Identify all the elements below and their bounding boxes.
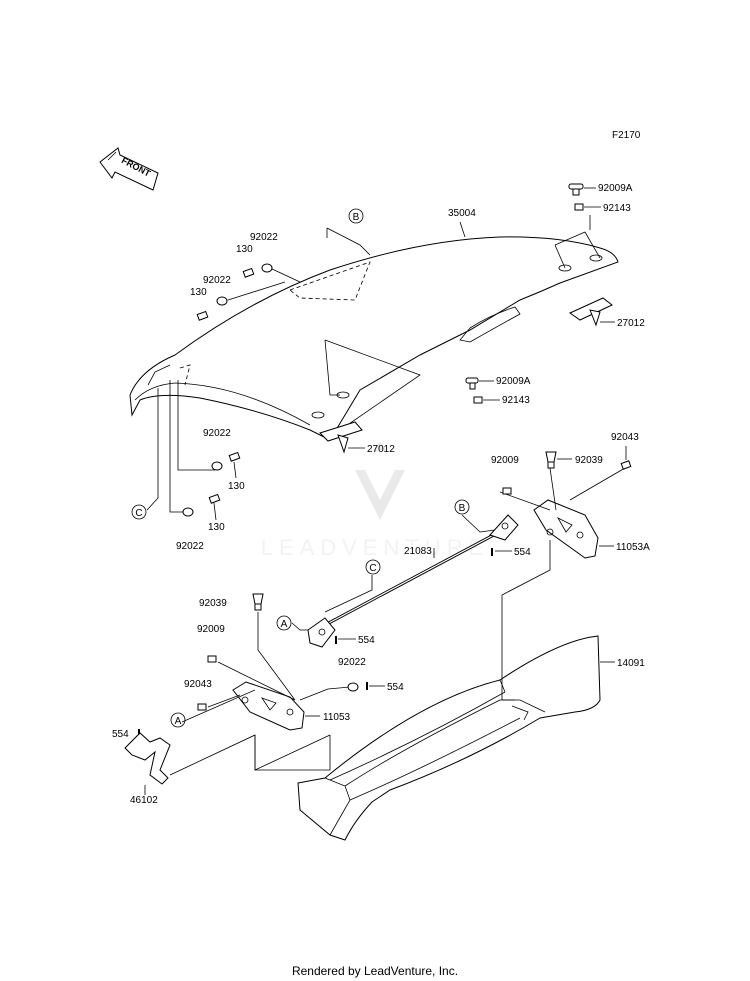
label-27012-right: 27012 xyxy=(617,318,645,329)
footer-credit: Rendered by LeadVenture, Inc. xyxy=(291,964,459,978)
label-92143-mid: 92143 xyxy=(502,395,530,406)
label-554-far: 554 xyxy=(112,729,129,740)
callout-b-top: B xyxy=(348,208,364,224)
callout-a-low-label: A xyxy=(175,716,182,727)
callout-b-mid-label: B xyxy=(459,503,466,514)
label-92022-d: 92022 xyxy=(176,541,204,552)
label-130-c: 130 xyxy=(228,481,245,492)
callout-b-mid: B xyxy=(454,499,470,515)
bracket-27012-left xyxy=(319,421,365,454)
callout-c-mid-label: C xyxy=(369,563,376,574)
label-554-low: 554 xyxy=(387,682,404,693)
label-92022-b: 92022 xyxy=(203,275,231,286)
label-130-a: 130 xyxy=(236,244,253,255)
nut-92143-mid xyxy=(473,396,500,404)
bolt-130-d xyxy=(208,493,221,521)
label-46102: 46102 xyxy=(130,795,158,806)
label-92009-left: 92009 xyxy=(197,624,225,635)
label-554-right: 554 xyxy=(514,547,531,558)
handle-46102 xyxy=(124,689,331,795)
bolt-92009-right xyxy=(502,487,512,495)
callout-a-low: A xyxy=(170,712,186,728)
label-14091: 14091 xyxy=(617,658,645,669)
pin-554-right xyxy=(491,548,512,556)
label-130-b: 130 xyxy=(190,287,207,298)
pin-554-mid xyxy=(335,636,356,644)
label-92009A-mid: 92009A xyxy=(496,376,531,387)
label-554-mid: 554 xyxy=(358,635,375,646)
clip-92009A-mid xyxy=(465,377,494,390)
pin-554-far xyxy=(138,729,140,737)
watermark-text: LEADVENTURE xyxy=(261,535,490,560)
callout-a-mid: A xyxy=(276,615,292,631)
label-92043-left: 92043 xyxy=(184,679,212,690)
bracket-27012-right xyxy=(568,297,615,327)
rod-21083 xyxy=(291,514,519,648)
leader-lines-top xyxy=(146,215,601,513)
label-92143-top: 92143 xyxy=(603,203,631,214)
clip-92039-right xyxy=(545,451,572,469)
tray-14091 xyxy=(254,540,615,841)
part-labels: 35004 92009A 92143 27012 92009A 92143 92… xyxy=(112,183,650,806)
label-92022-a: 92022 xyxy=(250,232,278,243)
label-11053A: 11053A xyxy=(616,542,650,553)
label-21083: 21083 xyxy=(404,546,432,557)
bolt-130-b xyxy=(196,310,209,321)
callout-b-top-label: B xyxy=(353,212,360,223)
callout-c-left: C xyxy=(131,504,147,520)
washer-92022-a xyxy=(261,263,273,273)
clip-92009A-top xyxy=(568,183,596,196)
bracket-11053 xyxy=(207,612,351,731)
front-arrow-icon: FRONT xyxy=(99,147,159,191)
label-92039-left: 92039 xyxy=(199,598,227,609)
label-92009A-top: 92009A xyxy=(598,183,633,194)
label-92022-e: 92022 xyxy=(338,657,366,668)
nut-92143-top xyxy=(574,203,601,211)
watermark: LEADVENTURE xyxy=(261,442,490,560)
roof-35004 xyxy=(129,236,619,441)
washer-92022-d xyxy=(182,507,194,517)
label-92022-c: 92022 xyxy=(203,428,231,439)
bolt-92043-left xyxy=(197,703,207,711)
label-27012-left: 27012 xyxy=(367,444,395,455)
washer-92022-b xyxy=(216,296,228,306)
bracket-11053A xyxy=(499,467,626,559)
label-92009-right: 92009 xyxy=(491,455,519,466)
label-35004: 35004 xyxy=(448,208,476,219)
label-130-d: 130 xyxy=(208,522,225,533)
bolt-92043-right xyxy=(620,446,632,470)
bolt-130-a xyxy=(242,267,255,278)
washer-92022-e xyxy=(347,682,359,692)
label-92039-right: 92039 xyxy=(575,455,603,466)
callout-c-left-label: C xyxy=(135,508,142,519)
washer-92022-c xyxy=(211,461,223,471)
label-11053: 11053 xyxy=(323,712,351,723)
callout-a-mid-label: A xyxy=(281,619,288,630)
clip-92039-left xyxy=(252,593,264,611)
callout-c-mid: C xyxy=(365,559,381,575)
bolt-130-c xyxy=(228,451,241,479)
label-92043-right: 92043 xyxy=(611,432,639,443)
figure-code: F2170 xyxy=(612,130,641,141)
bolt-92009-left xyxy=(207,655,217,663)
pin-554-low xyxy=(366,682,385,690)
